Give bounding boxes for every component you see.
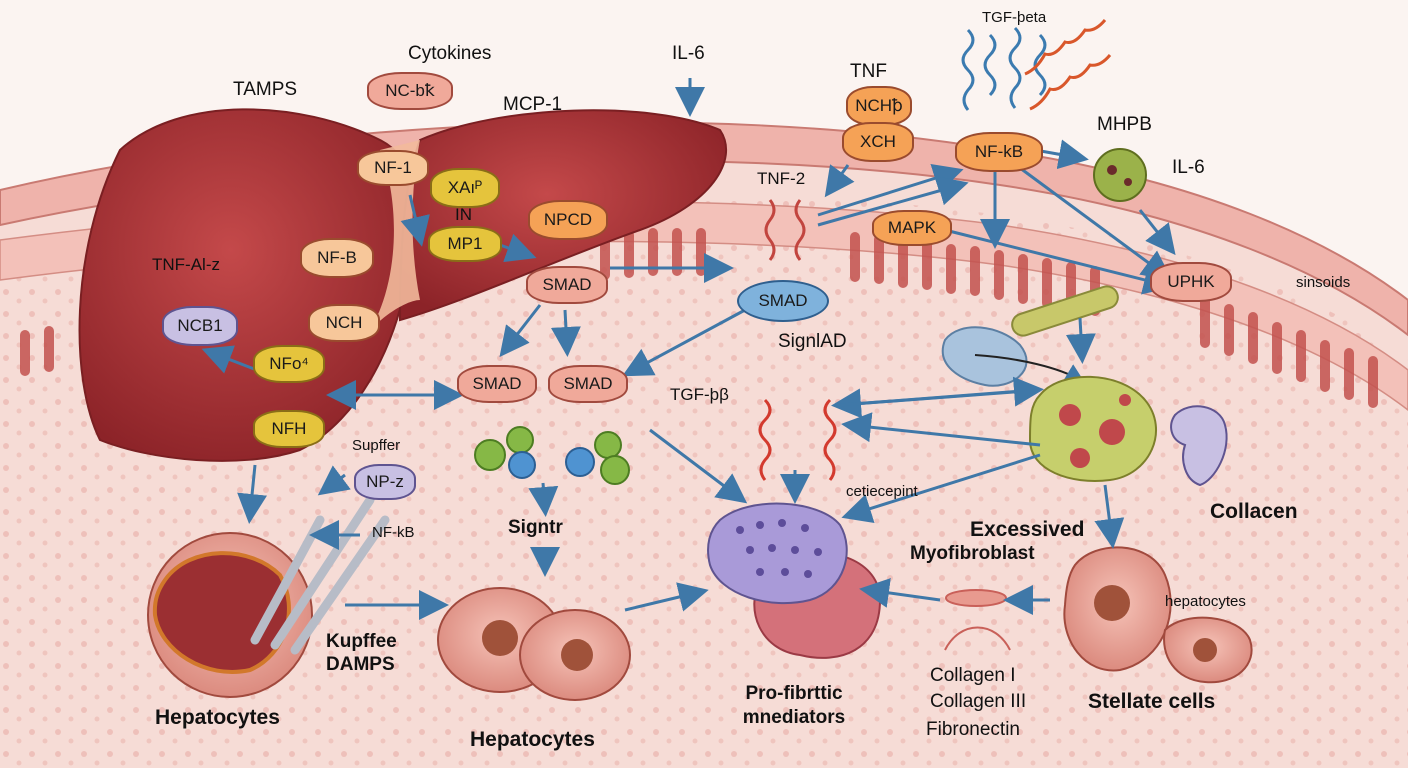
- label-cetiecepint: cetiecepint: [846, 483, 918, 500]
- label-hepatocytes-center: Hepatocytes: [470, 728, 595, 751]
- label-tgf-bb: TGF-þβ: [670, 385, 729, 404]
- node-nf-1: NF-1: [357, 150, 429, 186]
- label-hepatocytes-left: Hepatocytes: [155, 706, 280, 729]
- liver-left-lobe: [78, 108, 417, 462]
- collagen-fibril: [944, 589, 1011, 651]
- label-signtr: Signtr: [508, 517, 563, 538]
- node-nc-bz: NC-bꝁ: [367, 72, 453, 110]
- label-stellate-cells: Stellate cells: [1088, 690, 1216, 713]
- node-nch-bo: NCHꝥ: [846, 86, 912, 126]
- label-excessived: Excessived: [970, 518, 1085, 541]
- node-npcd: NPCD: [528, 200, 608, 240]
- node-smad-liver: SMAD: [526, 266, 608, 304]
- label-nf-kb-mid: NF-kB: [372, 524, 415, 541]
- stellate-cells: [1063, 546, 1253, 684]
- node-mapk: MAPK: [872, 210, 952, 246]
- label-mhpb: MHPB: [1097, 114, 1152, 135]
- label-collagen-iii: Collagen III: [930, 691, 1027, 712]
- hepatocyte-left-cell: [147, 532, 313, 698]
- label-tamps: TAMPS: [233, 79, 298, 100]
- sinusoid-ridges: [20, 228, 1378, 408]
- activated-cell: [1028, 375, 1157, 482]
- pathway-arrows: [201, 78, 1176, 620]
- node-nfoz: NFo⁴: [253, 345, 325, 383]
- node-np-z: NP-z: [354, 464, 416, 500]
- label-collagen-i: Collagen I: [930, 665, 1016, 686]
- label-collacen: Collacen: [1210, 500, 1298, 523]
- node-xch: XCH: [842, 122, 914, 162]
- node-uphk: UPHK: [1150, 262, 1232, 302]
- label-mediators: mnediators: [742, 707, 846, 728]
- label-fibronectin: Fibronectin: [926, 719, 1020, 740]
- smad-cluster-right: [565, 431, 630, 485]
- node-xaip: XAıᴾ: [430, 168, 500, 208]
- label-sinsoids: sinsoids: [1296, 274, 1351, 291]
- label-supffer: Supffer: [352, 437, 401, 454]
- node-nf-kb-top: NF-kB: [955, 132, 1043, 172]
- label-kupffee: Kupffee: [326, 631, 397, 652]
- label-mcp1: MCP-1: [503, 94, 563, 115]
- node-smad-left: SMAD: [457, 365, 537, 403]
- label-hepatocytes-small: hepatocytes: [1165, 593, 1246, 610]
- tnf-receptors: [764, 199, 806, 261]
- node-in: IN: [455, 205, 472, 224]
- node-mp1: MP1: [428, 226, 502, 262]
- label-damps: DAMPS: [326, 654, 395, 675]
- node-smad-right: SMAD: [548, 365, 628, 403]
- label-tgf-beta-top: TGF-þeta: [982, 9, 1047, 26]
- node-ncb1: NCB1: [162, 306, 238, 346]
- node-nf-b: NF-B: [300, 238, 374, 278]
- label-tnf-al-z: TNF-Al-z: [152, 255, 220, 274]
- hepatocyte-center-cells: [437, 587, 631, 701]
- label-tnf-top: TNF: [850, 61, 887, 82]
- node-smad-blue: SMAD: [737, 280, 829, 322]
- label-cytokines: Cytokines: [408, 43, 492, 64]
- pro-fibrotic-cell: [707, 502, 882, 659]
- label-il6-top: IL-6: [672, 43, 705, 64]
- label-myofibroblast: Myofibroblast: [910, 543, 1035, 564]
- mhpb-cell: [1093, 148, 1147, 202]
- label-pro-fibrotic: Pro-fibrttic: [745, 683, 843, 704]
- tgf-strands-center: [758, 398, 837, 481]
- tgf-receptors-top: [961, 26, 1047, 111]
- node-nch: NCH: [308, 304, 380, 342]
- label-tnf-2: TNF-2: [757, 169, 806, 188]
- node-nfh: NFH: [253, 410, 325, 448]
- label-il6-right: IL-6: [1172, 157, 1205, 178]
- smad-cluster-left: [474, 426, 536, 479]
- label-signlad: SignlAD: [778, 331, 847, 352]
